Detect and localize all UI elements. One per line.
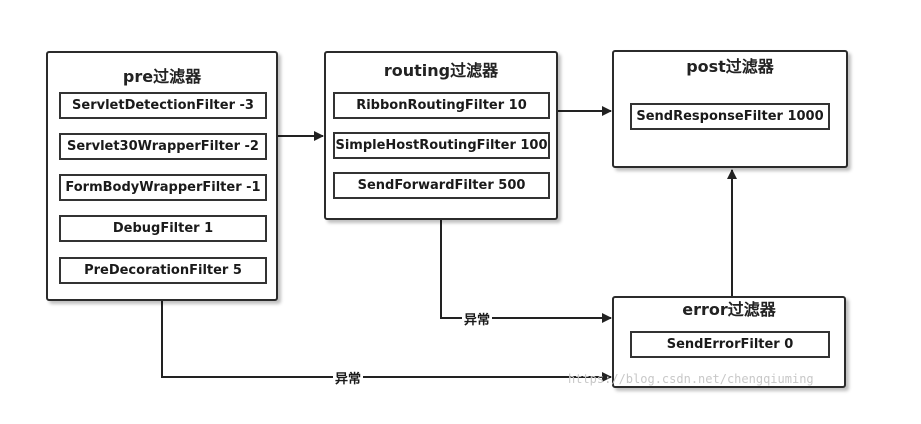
filter-send-response: SendResponseFilter 1000 bbox=[630, 103, 830, 130]
routing-group-title: routing过滤器 bbox=[383, 61, 499, 80]
routing-exception-label: 异常 bbox=[462, 309, 493, 328]
error-filter-group: error过滤器 SendErrorFilter 0 bbox=[612, 296, 846, 388]
error-group-title: error过滤器 bbox=[682, 300, 776, 319]
filter-servlet-detection: ServletDetectionFilter -3 bbox=[59, 92, 267, 119]
filter-send-error: SendErrorFilter 0 bbox=[630, 331, 830, 358]
filter-servlet30-wrapper: Servlet30WrapperFilter -2 bbox=[59, 133, 267, 160]
filter-simple-host-routing: SimpleHostRoutingFilter 100 bbox=[333, 132, 550, 159]
filter-ribbon-routing: RibbonRoutingFilter 10 bbox=[333, 92, 550, 119]
filter-form-body-wrapper: FormBodyWrapperFilter -1 bbox=[59, 174, 267, 201]
arrow-routing-to-error bbox=[440, 220, 612, 323]
pre-exception-label: 异常 bbox=[333, 368, 364, 387]
arrow-pre-to-error bbox=[161, 301, 612, 382]
post-group-title: post过滤器 bbox=[686, 57, 774, 76]
post-filter-group: post过滤器 SendResponseFilter 1000 bbox=[612, 50, 848, 168]
filter-pre-decoration: PreDecorationFilter 5 bbox=[59, 257, 267, 284]
watermark-url: https://blog.csdn.net/chengqiuming bbox=[568, 372, 814, 386]
filter-debug: DebugFilter 1 bbox=[59, 215, 267, 242]
pre-filter-group: pre过滤器 ServletDetectionFilter -3 Servlet… bbox=[46, 51, 278, 301]
pre-group-title: pre过滤器 bbox=[122, 67, 202, 86]
routing-filter-group: routing过滤器 RibbonRoutingFilter 10 Simple… bbox=[324, 51, 558, 220]
filter-send-forward: SendForwardFilter 500 bbox=[333, 172, 550, 199]
